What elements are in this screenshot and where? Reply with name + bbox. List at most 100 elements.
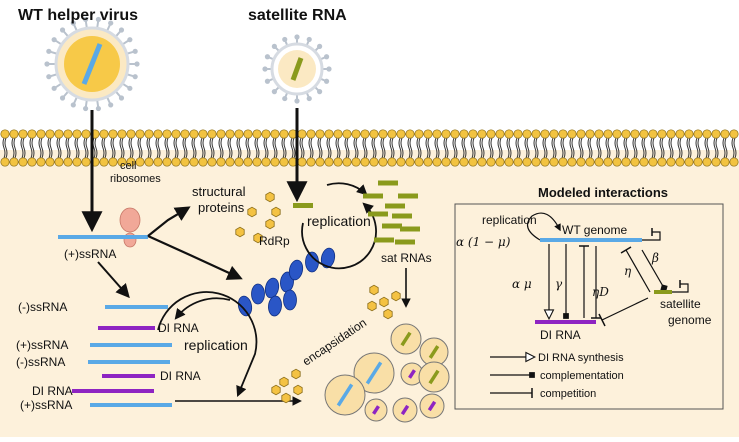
lipid-tail (265, 137, 269, 159)
lipid-tail (157, 137, 161, 159)
lipid-head-outer (234, 129, 244, 139)
spike-knob (127, 37, 133, 43)
protein-hexagon (367, 300, 377, 312)
lipid-tail (139, 137, 143, 159)
lipid-tail (290, 137, 294, 159)
lipid-tail (229, 137, 233, 159)
lipid-tail (670, 137, 674, 159)
lipid-tail (461, 137, 465, 159)
lipid-tail (589, 137, 593, 159)
lipid-tail (110, 137, 114, 159)
lipid-head-inner (45, 157, 55, 167)
cell-membrane (0, 129, 739, 167)
lipid-tail (247, 137, 251, 159)
lipid-tail (202, 137, 206, 159)
lipid-head-inner (360, 157, 370, 167)
lipid-head-outer (693, 129, 703, 139)
left-replication-return-arrow (174, 297, 231, 320)
structural-protein-hexagons (235, 191, 281, 244)
virion-genome (428, 369, 440, 385)
inset-satellite-label-2: genome (668, 313, 712, 327)
lipid-tail (164, 137, 168, 159)
left-replication-label: replication (184, 337, 248, 353)
spike-knob (59, 95, 66, 101)
lipid-head-outer (108, 129, 118, 139)
lipid-head-outer (207, 129, 217, 139)
lipid-head-inner (549, 157, 559, 167)
lipid-head-inner (27, 157, 37, 167)
lipid-tail (11, 137, 15, 159)
rdrp-molecule (264, 277, 280, 299)
lipid-head-inner (189, 157, 199, 167)
lipid-tail (382, 137, 386, 159)
lipid-head-inner (504, 157, 514, 167)
lipid-tail (101, 137, 105, 159)
lipid-tail (731, 137, 735, 159)
lipid-head-outer (261, 129, 271, 139)
lipid-tail (112, 137, 116, 159)
lipid-tail (454, 137, 458, 159)
lipid-head-inner (144, 157, 154, 167)
lipid-head-inner (675, 157, 685, 167)
lipid-head-outer (333, 129, 343, 139)
lipid-tail (551, 137, 555, 159)
lipid-head-inner (369, 157, 379, 167)
lipid-tail (281, 137, 285, 159)
sat-rna-copy (385, 203, 405, 209)
lipid-head-outer (405, 129, 415, 139)
spike-knob (306, 95, 312, 102)
spike-knob (134, 61, 140, 67)
lipid-tail (85, 137, 89, 159)
ribosomes-label: ribosomes (110, 173, 161, 185)
lipid-tail (355, 137, 359, 159)
spike-knob (264, 78, 271, 84)
lipid-head-inner (468, 157, 478, 167)
virion-genome (365, 361, 383, 385)
lipid-tail (524, 137, 528, 159)
lipid-head-outer (72, 129, 82, 139)
satellite-virus-genome (290, 57, 304, 81)
lipid-tail (724, 137, 728, 159)
di-sat-competition-line (601, 297, 649, 321)
lipid-tail (148, 137, 152, 159)
lipid-tail (193, 137, 197, 159)
lipid-head-inner (684, 157, 694, 167)
lipid-head-outer (468, 129, 478, 139)
spike-knob (323, 78, 330, 84)
lipid-head-outer (198, 129, 208, 139)
lipid-head-outer (252, 129, 262, 139)
lipid-head-outer (621, 129, 631, 139)
lipid-tail (121, 137, 125, 159)
lipid-tail (533, 137, 537, 159)
eta-d-label: ηD (592, 285, 609, 299)
sat-self-competition-arrow (672, 283, 689, 293)
lipid-tail (677, 137, 681, 159)
lipid-tail (562, 137, 566, 159)
spike-knob (317, 43, 323, 49)
lipid-tail (299, 137, 303, 159)
capsid-protein-hexagons (271, 284, 401, 404)
lipid-tail (434, 137, 438, 159)
lipid-tail (13, 137, 17, 159)
lipid-head-outer (306, 129, 316, 139)
lipid-head-outer (576, 129, 586, 139)
spike-knob (44, 61, 50, 67)
lipid-tail (146, 137, 150, 159)
lipid-tail (283, 137, 287, 159)
rdrp-label: RdRp (259, 234, 290, 248)
sat-rna-copy (395, 239, 415, 245)
protein-hexagon (391, 290, 401, 302)
lipid-tail (560, 137, 564, 159)
lipid-tail (686, 137, 690, 159)
legend-synthesis-label: DI RNA synthesis (538, 352, 624, 364)
rdrp-molecule (251, 283, 265, 305)
lipid-tail (256, 137, 260, 159)
lipid-head-inner (324, 157, 334, 167)
lipid-tail (31, 137, 35, 159)
lipid-head-inner (225, 157, 235, 167)
lipid-head-outer (144, 129, 154, 139)
spike-knob (118, 95, 125, 101)
lipid-tail (317, 137, 321, 159)
lipid-head-inner (333, 157, 343, 167)
